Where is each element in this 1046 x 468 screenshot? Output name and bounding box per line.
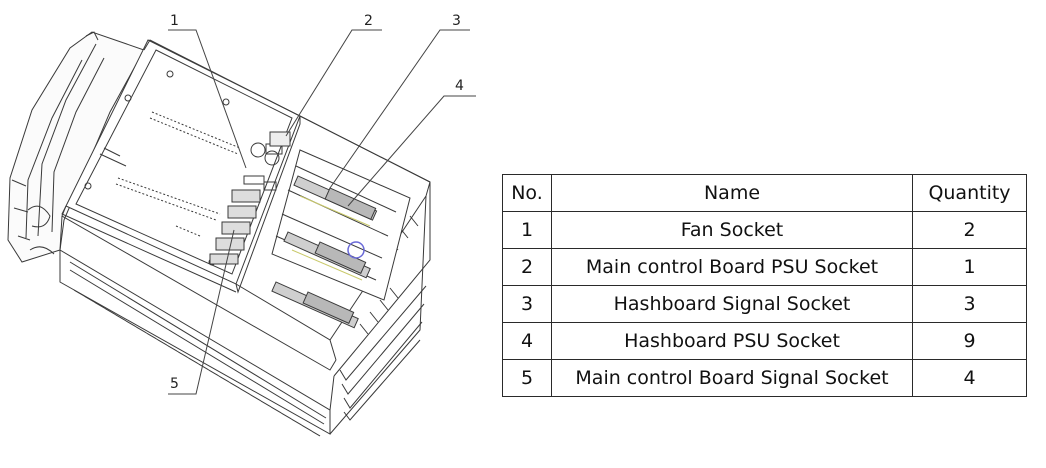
miner-chassis-diagram: 1 2 3 4 5 [7,13,476,437]
row-quantity: 9 [912,322,1027,360]
table-header-row: No. Name Quantity [502,174,1027,212]
row-no: 2 [502,248,552,286]
callout-2: 2 [364,13,373,29]
row-name: Fan Socket [551,211,913,249]
row-no: 4 [502,322,552,360]
table-row: 1 Fan Socket 2 [502,211,1027,249]
row-quantity: 3 [912,285,1027,323]
row-quantity: 2 [912,211,1027,249]
callout-4: 4 [455,78,464,94]
row-name: Hashboard Signal Socket [551,285,913,323]
control-board-panel [61,39,301,294]
callout-leaders [168,29,476,395]
header-quantity: Quantity [912,174,1027,212]
table-row: 5 Main control Board Signal Socket 4 [502,359,1027,397]
row-name: Main control Board PSU Socket [551,248,913,286]
callout-labels: 1 2 3 4 5 [170,13,464,392]
fan-housing [7,31,145,263]
table-row: 2 Main control Board PSU Socket 1 [502,248,1027,286]
row-quantity: 1 [912,248,1027,286]
row-name: Main control Board Signal Socket [551,359,913,397]
callout-3: 3 [452,13,461,29]
row-no: 5 [502,359,552,397]
header-name: Name [551,174,913,212]
chassis-body [59,39,431,437]
header-no: No. [502,174,552,212]
table-row: 3 Hashboard Signal Socket 3 [502,285,1027,323]
callout-1: 1 [170,13,179,29]
socket-specification-table: No. Name Quantity 1 Fan Socket 2 2 Main … [502,174,1027,397]
row-name: Hashboard PSU Socket [551,322,913,360]
row-quantity: 4 [912,359,1027,397]
callout-5: 5 [170,376,179,392]
row-no: 1 [502,211,552,249]
row-no: 3 [502,285,552,323]
table-row: 4 Hashboard PSU Socket 9 [502,322,1027,360]
hashboard-connector-panel [271,149,411,329]
